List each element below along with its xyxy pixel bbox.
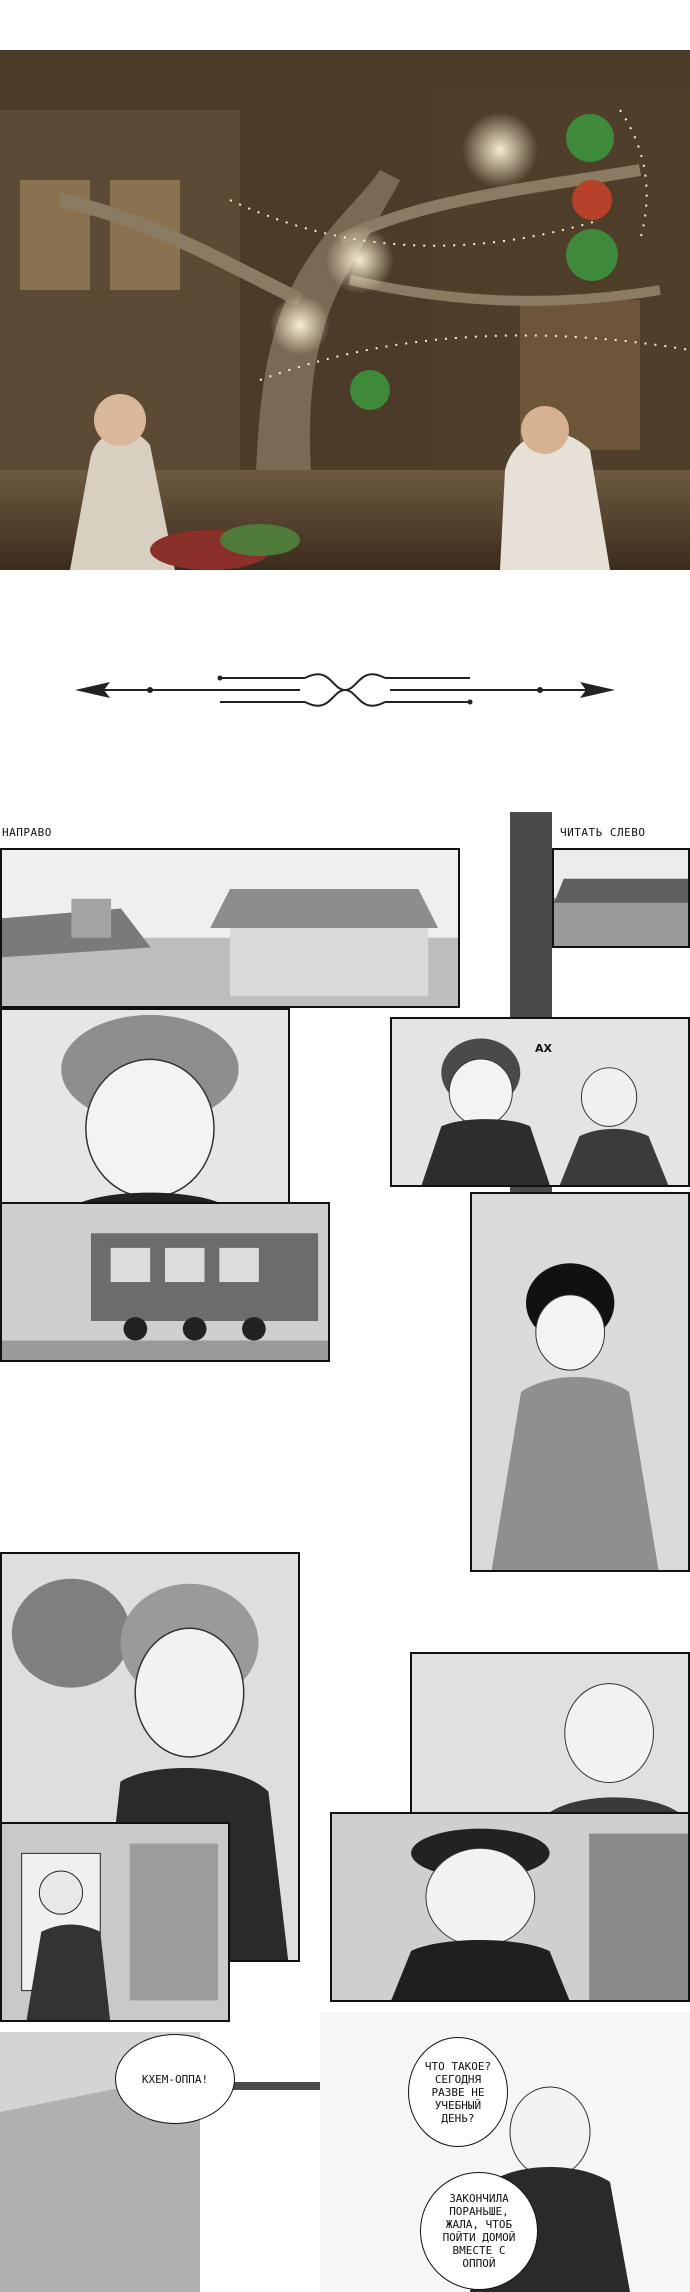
panel-right-boy-hat bbox=[330, 1812, 690, 2002]
bubble-line: ЧТО ТАКОЕ? bbox=[424, 2059, 492, 2073]
panel-streetcar bbox=[0, 1202, 330, 1362]
bubble-line: РАЗВЕ НЕ bbox=[431, 2085, 485, 2099]
bubble-line: КХЕМ-ОППА! bbox=[141, 2072, 209, 2086]
cover-illustration bbox=[0, 50, 690, 570]
panel-rooftops bbox=[0, 848, 460, 1008]
bubble-line: ЖАЛА, ЧТОБ bbox=[445, 2218, 513, 2231]
bubble-line: ЗАКОНЧИЛА bbox=[449, 2192, 509, 2205]
ornament-divider bbox=[70, 660, 620, 720]
bubble-line: ПОЙТИ ДОМОЙ bbox=[442, 2231, 516, 2244]
manga-page: НАПРАВО ЧИТАТЬ СЛЕВО bbox=[0, 812, 690, 2292]
panel-right-girl-hat bbox=[470, 1192, 690, 1572]
panel-right-rooftop bbox=[552, 848, 690, 948]
reading-direction-left: НАПРАВО bbox=[2, 826, 52, 839]
bubble-line: СЕГОДНЯ bbox=[434, 2072, 482, 2086]
panel-right-boy bbox=[390, 1017, 690, 1187]
speech-bubble-reply: ЗАКОНЧИЛА ПОРАНЬШЕ, ЖАЛА, ЧТОБ ПОЙТИ ДОМ… bbox=[420, 2172, 538, 2290]
bubble-line: ВМЕСТЕ С bbox=[452, 2244, 506, 2257]
panel-right-dialogue bbox=[320, 2012, 690, 2292]
flourish-icon bbox=[75, 673, 615, 707]
speech-bubble-shout: КХЕМ-ОППА! bbox=[115, 2034, 235, 2124]
bubble-line: ПОРАНЬШЕ, bbox=[449, 2205, 509, 2218]
bubble-line: ДЕНЬ? bbox=[441, 2111, 475, 2125]
speech-bubble-question: ЧТО ТАКОЕ? СЕГОДНЯ РАЗВЕ НЕ УЧЕБНЫЙ ДЕНЬ… bbox=[408, 2037, 508, 2147]
bubble-line: УЧЕБНЫЙ bbox=[434, 2098, 482, 2112]
bubble-line: ОППОЙ bbox=[462, 2257, 496, 2270]
sfx-ah: АХ bbox=[535, 1042, 552, 1055]
panel-window-figure bbox=[0, 1822, 230, 2022]
cover-scene bbox=[0, 50, 690, 570]
reading-direction-right: ЧИТАТЬ СЛЕВО bbox=[560, 826, 646, 839]
